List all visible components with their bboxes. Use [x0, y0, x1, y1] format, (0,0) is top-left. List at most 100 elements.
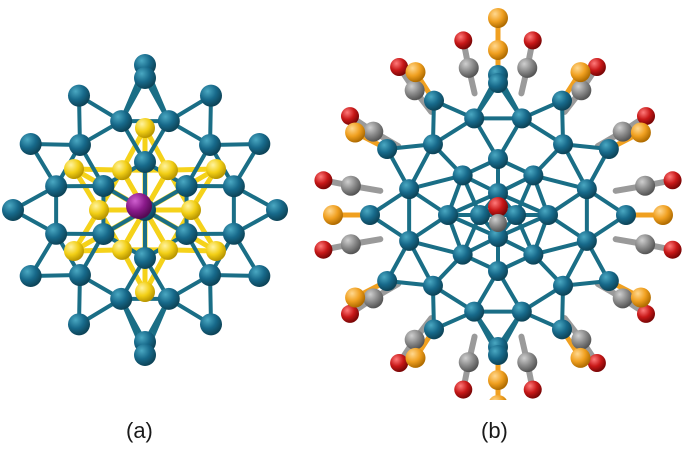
- teal-atom: [552, 319, 572, 340]
- teal-atom: [488, 261, 508, 281]
- teal-atom: [464, 108, 485, 129]
- gray-atom: [340, 175, 361, 196]
- teal-atom: [248, 133, 271, 155]
- teal-atom: [422, 134, 443, 155]
- teal-atom: [110, 287, 133, 310]
- teal-atom: [452, 244, 473, 265]
- teal-atom: [488, 345, 508, 365]
- teal-atom: [19, 133, 42, 155]
- orange-atom: [345, 287, 366, 308]
- teal-atom: [488, 227, 508, 247]
- red-atom: [637, 107, 656, 126]
- red-atom: [454, 380, 473, 399]
- teal-atom: [68, 313, 90, 336]
- teal-atom: [377, 271, 398, 291]
- gold-atom: [181, 200, 201, 220]
- teal-atom: [45, 175, 68, 198]
- red-atom: [340, 107, 359, 126]
- teal-atom: [488, 183, 508, 203]
- gold-atom: [135, 118, 155, 138]
- red-atom: [637, 304, 656, 323]
- gray-atom: [404, 329, 425, 350]
- teal-atom: [2, 199, 24, 221]
- orange-atom: [570, 347, 591, 368]
- orange-atom: [405, 62, 426, 83]
- teal-atom: [92, 223, 115, 245]
- orange-atom: [488, 370, 508, 390]
- gray-atom: [517, 57, 538, 78]
- teal-atom: [110, 110, 133, 133]
- red-atom: [390, 354, 409, 373]
- teal-atom: [19, 265, 42, 287]
- gray-atom: [458, 352, 479, 373]
- gray-atom: [635, 234, 656, 255]
- red-atom: [314, 240, 333, 259]
- gold-atom: [112, 239, 132, 260]
- red-atom: [663, 240, 682, 259]
- teal-atom: [248, 265, 271, 287]
- orange-atom: [323, 205, 343, 225]
- gray-atom: [489, 214, 507, 232]
- orange-atom: [570, 62, 591, 83]
- orange-atom: [630, 287, 651, 308]
- teal-atom: [553, 134, 574, 155]
- red-atom: [390, 57, 409, 76]
- teal-atom: [157, 110, 180, 133]
- gold-atom: [112, 160, 132, 181]
- red-atom: [523, 31, 542, 50]
- teal-atom: [488, 149, 508, 169]
- orange-atom: [488, 40, 508, 60]
- gray-atom: [363, 288, 384, 309]
- red-atom: [587, 57, 606, 76]
- teal-atom: [200, 84, 222, 107]
- teal-atom: [424, 90, 444, 111]
- teal-atom: [553, 275, 574, 296]
- panel-a-cluster: [2, 54, 288, 366]
- orange-atom: [653, 205, 673, 225]
- teal-atom: [399, 230, 420, 251]
- teal-atom: [92, 175, 115, 197]
- teal-atom: [523, 165, 544, 186]
- teal-atom: [399, 179, 420, 200]
- gray-atom: [340, 234, 361, 255]
- gray-atom: [612, 121, 633, 142]
- red-atom: [340, 304, 359, 323]
- red-atom: [314, 171, 333, 190]
- teal-atom: [134, 151, 156, 173]
- teal-atom: [199, 264, 222, 287]
- gold-atom: [63, 241, 84, 261]
- red-atom: [587, 354, 606, 373]
- teal-atom: [523, 244, 544, 265]
- gold-atom: [135, 282, 155, 302]
- orange-atom: [489, 395, 507, 400]
- red-atom: [523, 380, 542, 399]
- teal-atom: [598, 139, 619, 159]
- teal-atom: [134, 344, 156, 366]
- orange-atom: [405, 347, 426, 368]
- red-atom: [454, 31, 473, 50]
- red-atom: [663, 171, 682, 190]
- gray-atom: [517, 352, 538, 373]
- teal-atom: [175, 175, 198, 197]
- teal-atom: [422, 275, 443, 296]
- gray-atom: [635, 175, 656, 196]
- gray-atom: [404, 80, 425, 101]
- panel-a-label: (a): [126, 418, 153, 443]
- teal-atom: [452, 165, 473, 186]
- teal-atom: [68, 84, 90, 107]
- teal-atom: [222, 175, 245, 198]
- teal-atom: [488, 73, 508, 93]
- teal-atom: [377, 139, 398, 159]
- teal-atom: [552, 90, 572, 111]
- teal-atom: [438, 205, 458, 225]
- teal-atom: [222, 222, 245, 245]
- orange-atom: [345, 122, 366, 143]
- gray-atom: [458, 57, 479, 78]
- teal-atom: [45, 222, 68, 245]
- gold-atom: [63, 159, 84, 179]
- teal-atom: [200, 313, 222, 336]
- panel-b-label: (b): [481, 418, 508, 443]
- teal-atom: [360, 205, 380, 225]
- teal-atom: [511, 108, 532, 129]
- teal-atom: [157, 287, 180, 310]
